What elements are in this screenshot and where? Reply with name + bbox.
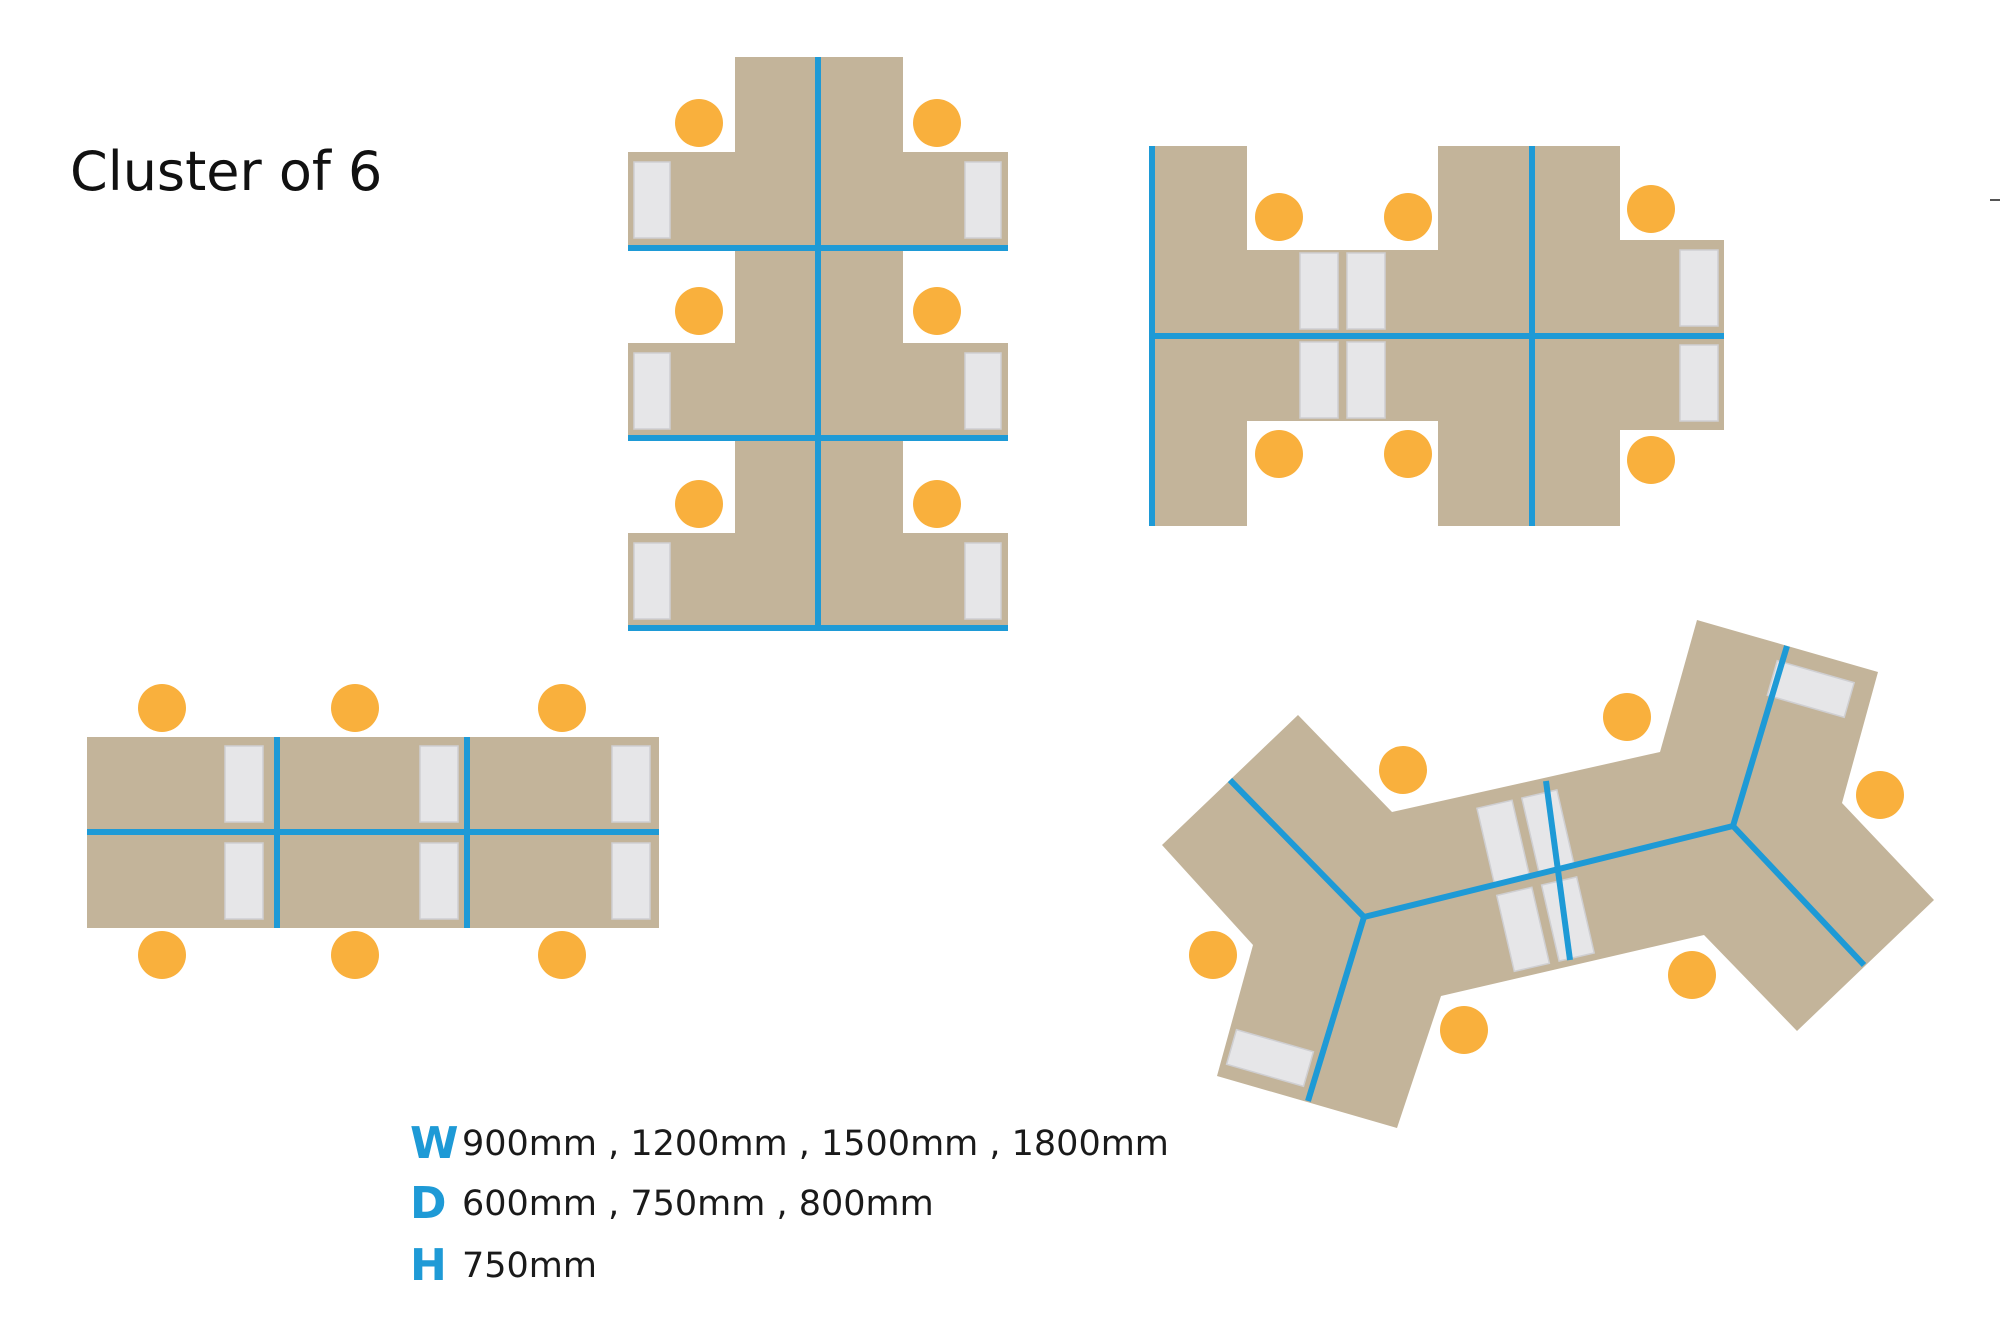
chair xyxy=(1603,693,1651,741)
monitor xyxy=(964,542,1002,620)
monitor xyxy=(1766,659,1856,719)
monitor xyxy=(1346,252,1386,330)
monitor xyxy=(1299,341,1339,419)
monitor xyxy=(1679,249,1719,327)
height-spec: H 750mm xyxy=(410,1240,597,1291)
width-values: 900mm , 1200mm , 1500mm , 1800mm xyxy=(462,1123,1169,1164)
chair xyxy=(538,931,586,979)
monitor xyxy=(964,352,1002,430)
chair xyxy=(1668,951,1716,999)
chair xyxy=(1440,1006,1488,1054)
chair xyxy=(1856,771,1904,819)
monitor xyxy=(633,542,671,620)
depth-values: 600mm , 750mm , 800mm xyxy=(462,1183,934,1224)
chair xyxy=(913,287,961,335)
monitor xyxy=(224,842,264,920)
monitor xyxy=(1495,886,1551,973)
chair xyxy=(675,99,723,147)
chair xyxy=(1384,430,1432,478)
divider xyxy=(1730,645,1790,827)
height-letter: H xyxy=(410,1240,447,1291)
depth-letter: D xyxy=(410,1178,447,1229)
angled-zigzag-cluster xyxy=(1162,620,1934,1128)
monitor xyxy=(1679,344,1719,422)
chair xyxy=(1255,193,1303,241)
chair xyxy=(913,480,961,528)
monitor xyxy=(964,161,1002,239)
height-values: 750mm xyxy=(462,1245,597,1286)
chair xyxy=(1627,436,1675,484)
monitor xyxy=(611,842,651,920)
chair xyxy=(675,287,723,335)
monitor xyxy=(224,745,264,823)
linear-bench-cluster xyxy=(87,684,659,979)
monitor xyxy=(633,161,671,239)
chair xyxy=(138,684,186,732)
chair xyxy=(138,931,186,979)
monitor xyxy=(633,352,671,430)
depth-spec: D 600mm , 750mm , 800mm xyxy=(410,1178,934,1229)
divider xyxy=(1363,823,1734,920)
divider xyxy=(1543,780,1573,961)
h-shaped-cluster xyxy=(1149,146,1724,526)
page-title: Cluster of 6 xyxy=(70,140,383,203)
divider xyxy=(1227,777,1367,920)
vertical-t-cluster xyxy=(628,57,1008,631)
monitor xyxy=(1225,1028,1315,1088)
monitor xyxy=(419,842,459,920)
chair xyxy=(1379,746,1427,794)
chair xyxy=(675,480,723,528)
chair xyxy=(1255,430,1303,478)
chair xyxy=(331,684,379,732)
monitor xyxy=(611,745,651,823)
chair xyxy=(331,931,379,979)
chair xyxy=(538,684,586,732)
width-letter: W xyxy=(410,1118,459,1169)
monitor xyxy=(1299,252,1339,330)
width-spec: W 900mm , 1200mm , 1500mm , 1800mm xyxy=(410,1118,1169,1169)
divider xyxy=(1305,916,1367,1102)
edge-tick xyxy=(1990,199,2000,201)
monitor xyxy=(1346,341,1386,419)
chair xyxy=(913,99,961,147)
chair xyxy=(1627,185,1675,233)
divider xyxy=(1730,823,1867,968)
chair xyxy=(1384,193,1432,241)
chair xyxy=(1189,931,1237,979)
monitor xyxy=(419,745,459,823)
